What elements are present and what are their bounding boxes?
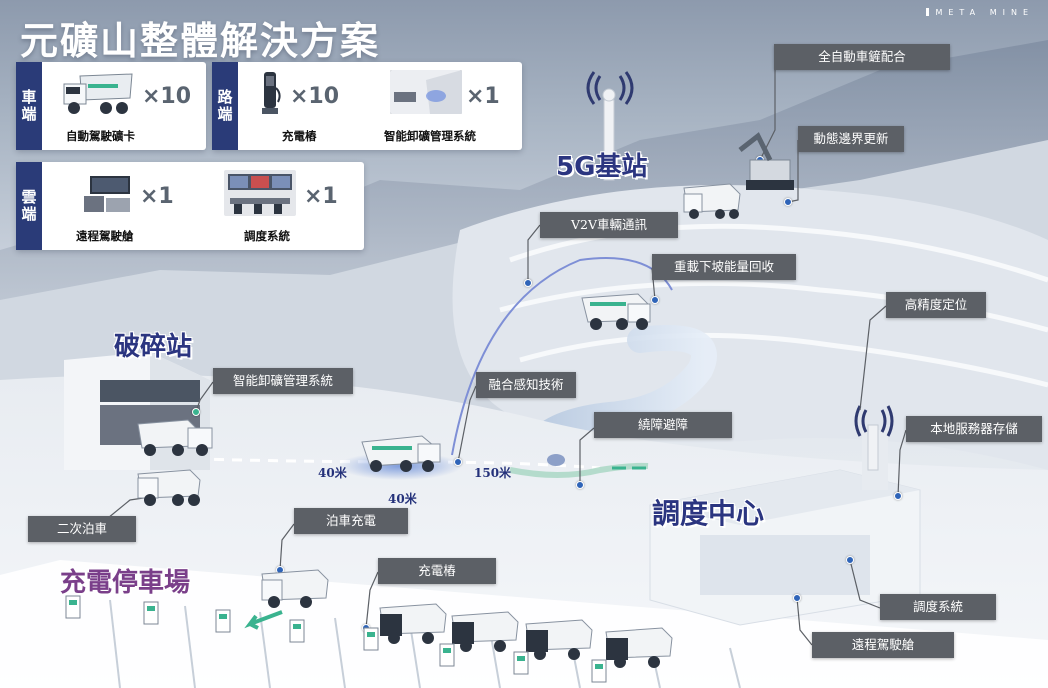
excavator xyxy=(738,132,794,190)
callout-park-charge: 泊車充電 xyxy=(294,508,408,534)
parked-truck xyxy=(451,611,519,652)
distance-right: 150米 xyxy=(474,466,512,480)
unloading-system-icon xyxy=(390,70,462,114)
page-title: 元礦山整體解決方案 xyxy=(20,18,381,63)
callout-v2v: V2V車輛通訊 xyxy=(540,212,678,238)
charging-pile-icon xyxy=(258,70,282,116)
callout-energy-recovery: 重載下坡能量回收 xyxy=(652,254,796,280)
central-mining-truck xyxy=(361,435,441,472)
crusher-mining-truck xyxy=(137,419,213,456)
charging-pile-caption: 充電樁 xyxy=(282,129,317,143)
callout-local-storage: 本地服務器存儲 xyxy=(906,416,1042,442)
panel-cloud-side: 雲端 xyxy=(16,162,42,250)
mining-truck-caption: 自動駕駛礦卡 xyxy=(66,129,135,143)
dispatch-system-icon xyxy=(224,170,296,216)
unloading-system-qty: ×1 xyxy=(466,84,500,109)
panel-vehicle-side: 車端 xyxy=(16,62,42,150)
anchor-dot xyxy=(784,198,792,206)
zone-crusher: 破碎站 xyxy=(114,332,193,362)
antenna-tower xyxy=(602,88,616,181)
zone-charging-parking: 充電停車場 xyxy=(60,568,191,598)
anchor-dot xyxy=(793,594,801,602)
signal-waves-icon xyxy=(582,68,638,108)
callout-charging-pile: 充電樁 xyxy=(378,558,496,584)
zone-5g-base-station: 5G基站 xyxy=(556,152,648,182)
callout-dispatch-sys: 調度系統 xyxy=(880,594,996,620)
loading-mining-truck xyxy=(683,183,741,219)
anchor-dot xyxy=(576,481,584,489)
callout-positioning: 高精度定位 xyxy=(886,292,986,318)
callout-obstacle-avoid: 繞障避障 xyxy=(594,412,732,438)
parked-truck xyxy=(261,569,329,608)
remote-cockpit-qty: ×1 xyxy=(140,184,174,209)
anchor-dot xyxy=(524,279,532,287)
parked-truck xyxy=(605,627,673,668)
unloading-system-caption: 智能卸礦管理系統 xyxy=(384,129,476,143)
zone-dispatch-center: 調度中心 xyxy=(652,497,765,530)
anchor-dot xyxy=(192,408,200,416)
callout-auto-coop: 全自動車鏟配合 xyxy=(774,44,950,70)
anchor-dot xyxy=(651,296,659,304)
callout-unloading-mgmt: 智能卸礦管理系統 xyxy=(213,368,353,394)
panel-vehicle: 車端 ×10 自動駕駛礦卡 xyxy=(16,62,206,150)
charging-pile-qty: ×10 xyxy=(290,84,340,109)
panel-road-side: 路端 xyxy=(212,62,238,150)
distance-bottom: 40米 xyxy=(388,492,417,506)
mining-truck-icon xyxy=(60,70,134,116)
parked-truck xyxy=(525,619,593,660)
secondary-parking-truck xyxy=(137,469,201,506)
remote-cockpit-icon xyxy=(80,174,136,216)
anchor-dot xyxy=(454,458,462,466)
parked-truck xyxy=(379,603,447,644)
anchor-dot xyxy=(894,492,902,500)
remote-cockpit-caption: 遠程駕駛艙 xyxy=(76,229,134,243)
dispatch-system-caption: 調度系統 xyxy=(244,229,290,243)
anchor-dot xyxy=(846,556,854,564)
downhill-mining-truck xyxy=(581,293,651,330)
panel-cloud: 雲端 ×1 遠程駕駛艙 ×1 xyxy=(16,162,364,250)
callout-boundary-update: 動態邊界更新 xyxy=(798,126,904,152)
mining-truck-qty: ×10 xyxy=(142,84,192,109)
dispatch-signal-icon xyxy=(852,404,896,438)
panel-road: 路端 ×10 充電樁 ×1 智能卸礦管理系統 xyxy=(212,62,522,150)
distance-left: 40米 xyxy=(318,466,347,480)
callout-secondary-parking: 二次泊車 xyxy=(28,516,136,542)
callout-fusion-sensing: 融合感知技術 xyxy=(476,372,576,398)
dispatch-system-qty: ×1 xyxy=(304,184,338,209)
brand-logo: META MINE xyxy=(926,8,1034,17)
callout-remote-cockpit: 遠程駕駛艙 xyxy=(812,632,954,658)
